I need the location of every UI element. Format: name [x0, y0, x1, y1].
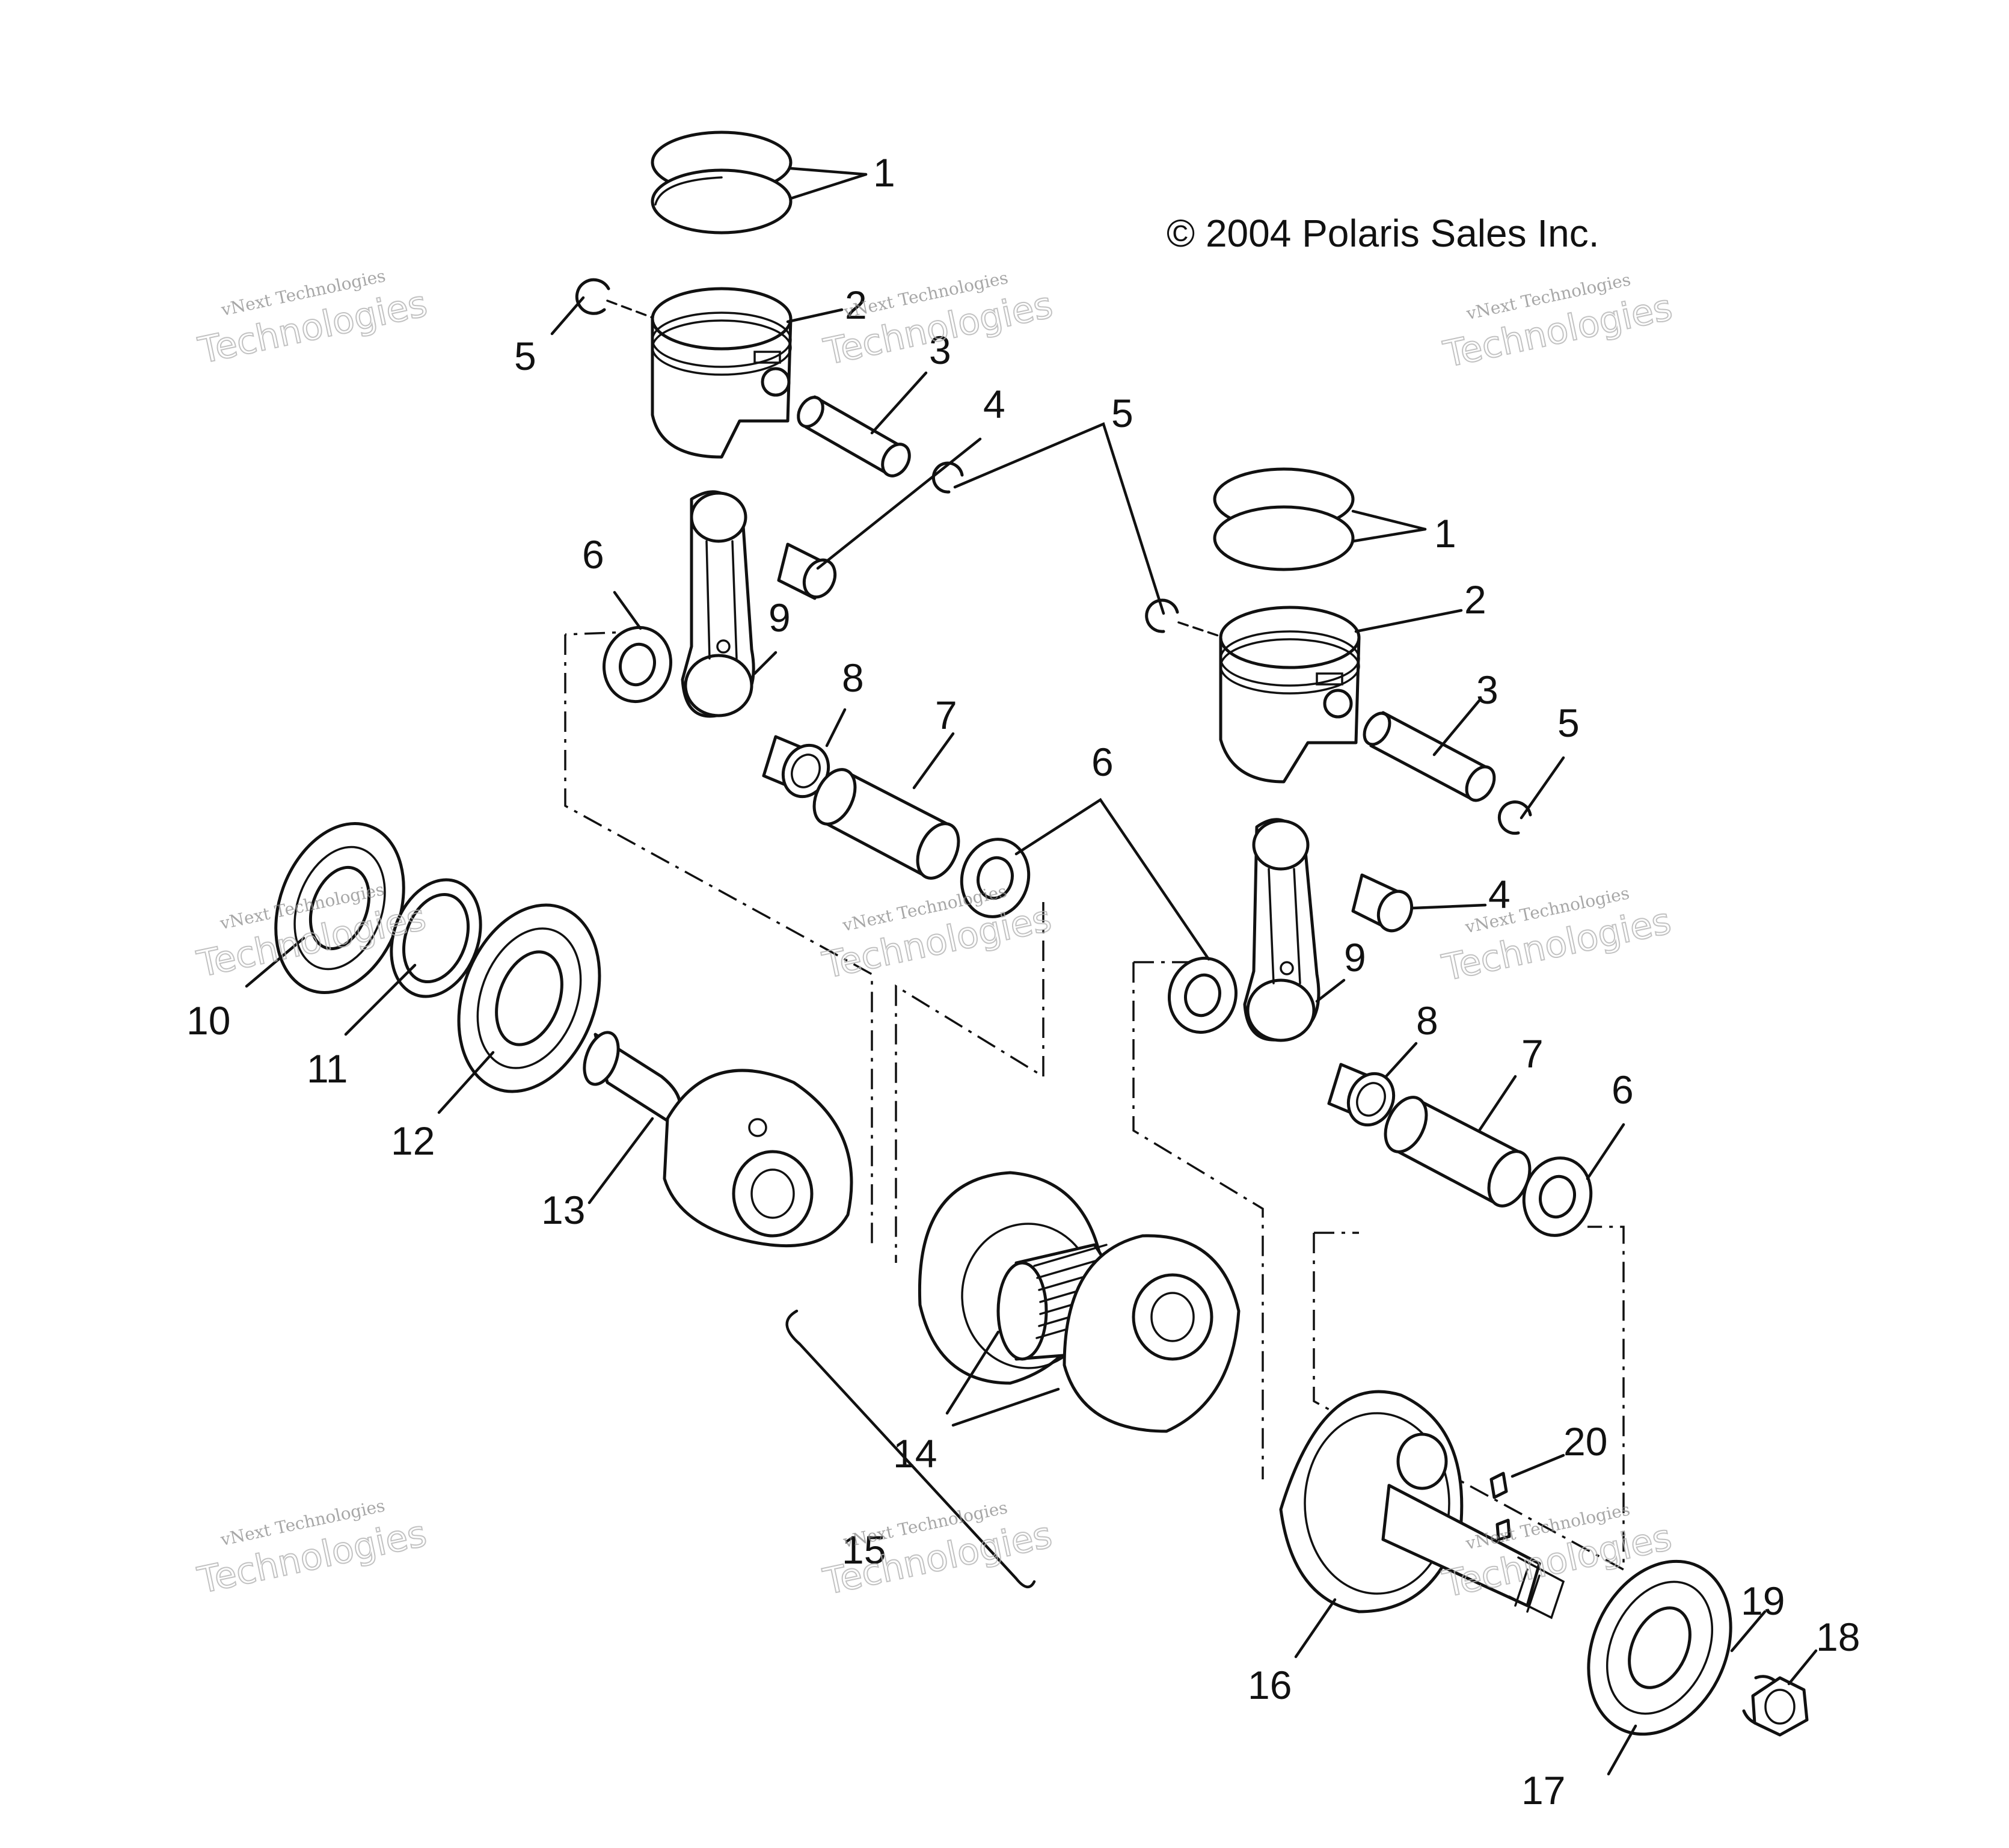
- callout-6-left-b: 6: [1091, 740, 1114, 784]
- callout-1-right: 1: [1434, 511, 1456, 556]
- callout-5-right: 5: [1557, 701, 1580, 745]
- callout-11: 11: [307, 1046, 348, 1091]
- piston-rings-right: [1213, 467, 1355, 571]
- callout-3-right: 3: [1476, 668, 1498, 712]
- crankshaft-half-right: [1279, 1390, 1565, 1619]
- callout-3-left: 3: [929, 328, 951, 372]
- piston-pin-right: [1363, 711, 1496, 802]
- callout-12: 12: [391, 1119, 435, 1163]
- crank-nut: [1751, 1676, 1809, 1737]
- circlip-left-1: [575, 278, 610, 315]
- connecting-rod-right: [1243, 818, 1320, 1042]
- callout-8-right: 8: [1416, 998, 1438, 1043]
- small-end-bearing-right: [1351, 873, 1414, 933]
- callout-6-left-a: 6: [582, 532, 604, 577]
- callout-10: 10: [186, 998, 230, 1043]
- callout-4-right: 4: [1488, 872, 1511, 916]
- watermark-tr: vNext Technologies Technologies: [1439, 269, 1676, 376]
- watermark-tl: vNext Technologies Technologies: [194, 266, 432, 373]
- watermark-bc: vNext Technologies Technologies: [819, 1497, 1057, 1604]
- callout-18: 18: [1816, 1615, 1860, 1659]
- crank-pin-right: [1384, 1096, 1532, 1208]
- crankshaft-center: [918, 1171, 1241, 1433]
- circlip-left-2: [931, 461, 964, 494]
- callout-2-left: 2: [845, 283, 867, 327]
- callout-5-left-a: 5: [514, 334, 536, 378]
- callout-5-left-b: 5: [1111, 391, 1133, 435]
- callout-9-right: 9: [1344, 935, 1366, 980]
- watermark-mr: vNext Technologies Technologies: [1438, 883, 1675, 990]
- callout-2-right: 2: [1464, 577, 1486, 622]
- thrust-washer-right-1: [1168, 956, 1238, 1034]
- piston-right: [1219, 606, 1361, 784]
- callout-14: 14: [893, 1431, 937, 1476]
- crank-pin-left: [812, 768, 960, 880]
- callout-leader-lines: [245, 167, 1818, 1776]
- piston-left: [651, 287, 793, 459]
- callout-15: 15: [842, 1527, 886, 1572]
- woodruff-key: [1489, 1472, 1511, 1541]
- big-end-bearing-right: [1327, 1063, 1396, 1127]
- watermark-bl: vNext Technologies Technologies: [194, 1496, 431, 1603]
- assembly-outline-lines: [564, 630, 1625, 1571]
- crankshaft-half-left: [583, 1031, 853, 1248]
- big-end-bearing-left: [762, 735, 830, 799]
- connecting-rod-left: [681, 490, 755, 718]
- piston-rings-left: [651, 130, 793, 235]
- callout-7-right: 7: [1521, 1031, 1544, 1076]
- callout-7-left: 7: [935, 693, 957, 737]
- main-bearing-right: [1587, 1559, 1732, 1736]
- circlip-right-2: [1497, 800, 1532, 835]
- small-end-bearing-left: [777, 542, 837, 600]
- callout-6-right: 6: [1612, 1067, 1634, 1112]
- circlip-right-1: [1145, 598, 1179, 633]
- callout-19: 19: [1741, 1579, 1785, 1623]
- callout-13: 13: [541, 1188, 585, 1232]
- callout-4-left: 4: [983, 382, 1005, 426]
- callout-20: 20: [1563, 1419, 1607, 1464]
- thrust-washer-left-1: [603, 625, 672, 704]
- callout-16: 16: [1248, 1663, 1292, 1707]
- thrust-washer-right-2: [1522, 1156, 1593, 1237]
- piston-pin-left: [797, 395, 911, 477]
- assembly-bracket: [785, 1309, 1036, 1588]
- copyright-notice: © 2004 Polaris Sales Inc.: [1167, 212, 1600, 255]
- callout-numbers: 1 2 3 4 5 5 1 2 3 5 6 9 8 7 6 4 9 8 7 6 …: [186, 150, 1860, 1813]
- thrust-washer-left-2: [960, 838, 1031, 918]
- callout-1-left: 1: [873, 150, 895, 195]
- callout-9-left: 9: [768, 595, 791, 640]
- callout-8-left: 8: [842, 655, 864, 700]
- main-bearing-inner-left: [457, 903, 601, 1093]
- callout-17: 17: [1521, 1768, 1565, 1813]
- main-bearing-outer-left: [274, 822, 405, 994]
